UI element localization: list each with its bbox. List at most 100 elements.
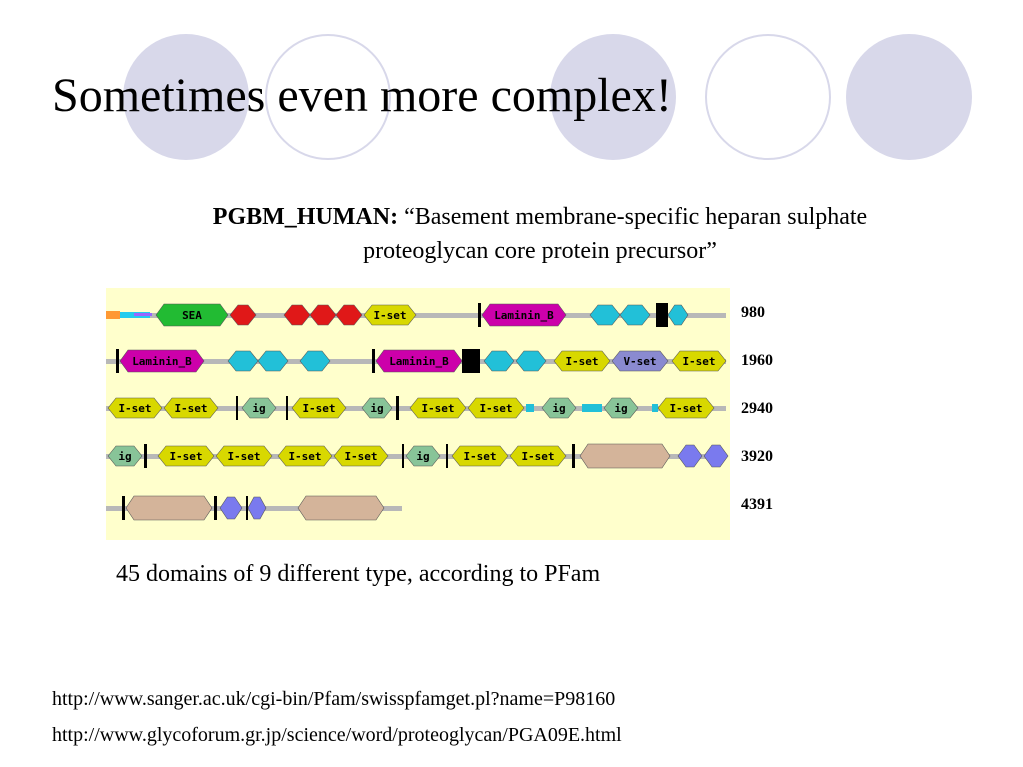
domain-i-set-label: I-set xyxy=(302,402,335,415)
domain-i-set-label: I-set xyxy=(682,355,715,368)
boundary-marker xyxy=(478,303,481,327)
domain-i-set xyxy=(107,397,163,419)
domain-i-set xyxy=(553,350,611,372)
domain-cyan xyxy=(299,350,331,372)
boundary-marker xyxy=(214,496,217,520)
domain-cyan xyxy=(619,304,651,326)
domain-ig xyxy=(603,397,639,419)
boundary-marker xyxy=(396,396,399,420)
boundary-marker xyxy=(122,496,125,520)
description-line-1: “Basement membrane-specific heparan sulp… xyxy=(404,204,868,230)
domain-i-set-label: I-set xyxy=(521,450,554,463)
domain-laminin-b-label: Laminin_B xyxy=(132,355,192,368)
boundary-marker xyxy=(116,349,119,373)
domain-ig-label: ig xyxy=(552,402,565,415)
domain-ig xyxy=(107,445,143,467)
decorative-ring xyxy=(265,34,391,160)
domain-ig-label: ig xyxy=(370,402,383,415)
domain-i-set xyxy=(671,350,727,372)
boundary-marker xyxy=(402,444,404,468)
boundary-marker xyxy=(372,349,375,373)
domain-sea-label: SEA xyxy=(182,309,202,322)
linker-segment xyxy=(134,313,152,316)
domain-cyan xyxy=(667,304,689,326)
domain-architecture-svg: SEA I-set Laminin_B Laminin_B Laminin_B I-set… xyxy=(106,303,729,521)
protein-description: PGBM_HUMAN: “Basement membrane-specific … xyxy=(60,200,1020,268)
boundary-marker xyxy=(246,496,248,520)
domain-ig xyxy=(361,397,393,419)
domain-i-set-label: I-set xyxy=(565,355,598,368)
domain-sea xyxy=(155,303,229,327)
domain-i-set-label: I-set xyxy=(463,450,496,463)
domain-tan xyxy=(125,495,213,521)
domain-ig xyxy=(405,445,441,467)
domain-laminin-b xyxy=(481,303,567,327)
domain-laminin-b-label: Laminin_B xyxy=(494,309,554,322)
domain-purple xyxy=(703,444,729,468)
domain-i-set xyxy=(333,445,389,467)
slide-title: Sometimes even more complex! xyxy=(52,69,672,122)
domain-i-set-label: I-set xyxy=(169,450,202,463)
row-end-residue: 4391 xyxy=(741,496,773,513)
domain-laminin-b-label: Laminin_B xyxy=(389,355,449,368)
domain-i-set xyxy=(467,397,525,419)
boundary-marker xyxy=(656,303,668,327)
domain-i-set xyxy=(509,445,567,467)
linker-segment xyxy=(526,404,534,412)
domain-count-caption: 45 domains of 9 different type, accordin… xyxy=(116,561,601,587)
boundary-marker xyxy=(286,396,288,420)
row-end-residue: 2940 xyxy=(741,400,773,417)
domain-ig-label: ig xyxy=(252,402,265,415)
domain-i-set-label: I-set xyxy=(479,402,512,415)
boundary-marker xyxy=(144,444,147,468)
glycoforum-link[interactable]: http://www.glycoforum.gr.jp/science/word… xyxy=(52,724,622,746)
domain-i-set xyxy=(157,445,215,467)
backbone-line xyxy=(106,313,726,318)
domain-red xyxy=(335,304,363,326)
row-end-residue: 3920 xyxy=(741,448,773,465)
domain-i-set-label: I-set xyxy=(118,402,151,415)
domain-i-set xyxy=(163,397,219,419)
decorative-circle xyxy=(846,34,972,160)
domain-i-set xyxy=(277,445,333,467)
domain-cyan xyxy=(589,304,621,326)
row-end-residue: 980 xyxy=(741,304,765,321)
domain-cyan xyxy=(227,350,259,372)
domain-architecture-image: SEA I-set Laminin_B Laminin_B Laminin_B I-set… xyxy=(106,288,730,540)
domain-i-set-label: I-set xyxy=(421,402,454,415)
boundary-marker xyxy=(572,444,575,468)
domain-tan xyxy=(579,443,671,469)
domain-v-set xyxy=(611,350,669,372)
pfam-link[interactable]: http://www.sanger.ac.uk/cgi-bin/Pfam/swi… xyxy=(52,688,616,710)
domain-i-set xyxy=(363,304,417,326)
domain-i-set xyxy=(451,445,509,467)
domain-red xyxy=(309,304,337,326)
domain-v-set-label: V-set xyxy=(623,355,656,368)
domain-purple xyxy=(219,496,243,520)
domain-i-set-label: I-set xyxy=(288,450,321,463)
domain-tan xyxy=(297,495,385,521)
domain-red xyxy=(229,304,257,326)
decorative-ring xyxy=(705,34,831,160)
domain-ig xyxy=(241,397,277,419)
domain-ig xyxy=(541,397,577,419)
signal-peptide xyxy=(106,311,120,319)
row-end-residue: 1960 xyxy=(741,352,773,369)
domain-ig-label: ig xyxy=(614,402,627,415)
domain-purple xyxy=(677,444,703,468)
domain-i-set-label: I-set xyxy=(227,450,260,463)
domain-ig-label: ig xyxy=(416,450,429,463)
domain-cyan xyxy=(515,350,547,372)
domain-ig-label: ig xyxy=(118,450,131,463)
decorative-circle xyxy=(550,34,676,160)
domain-i-set-label: I-set xyxy=(344,450,377,463)
domain-red xyxy=(283,304,311,326)
domain-cyan xyxy=(257,350,289,372)
domain-cyan xyxy=(483,350,515,372)
domain-i-set xyxy=(409,397,467,419)
domain-i-set xyxy=(657,397,715,419)
description-line-2: proteoglycan core protein precursor” xyxy=(363,238,717,264)
boundary-marker xyxy=(462,349,480,373)
domain-purple xyxy=(247,496,267,520)
domain-i-set-label: I-set xyxy=(669,402,702,415)
